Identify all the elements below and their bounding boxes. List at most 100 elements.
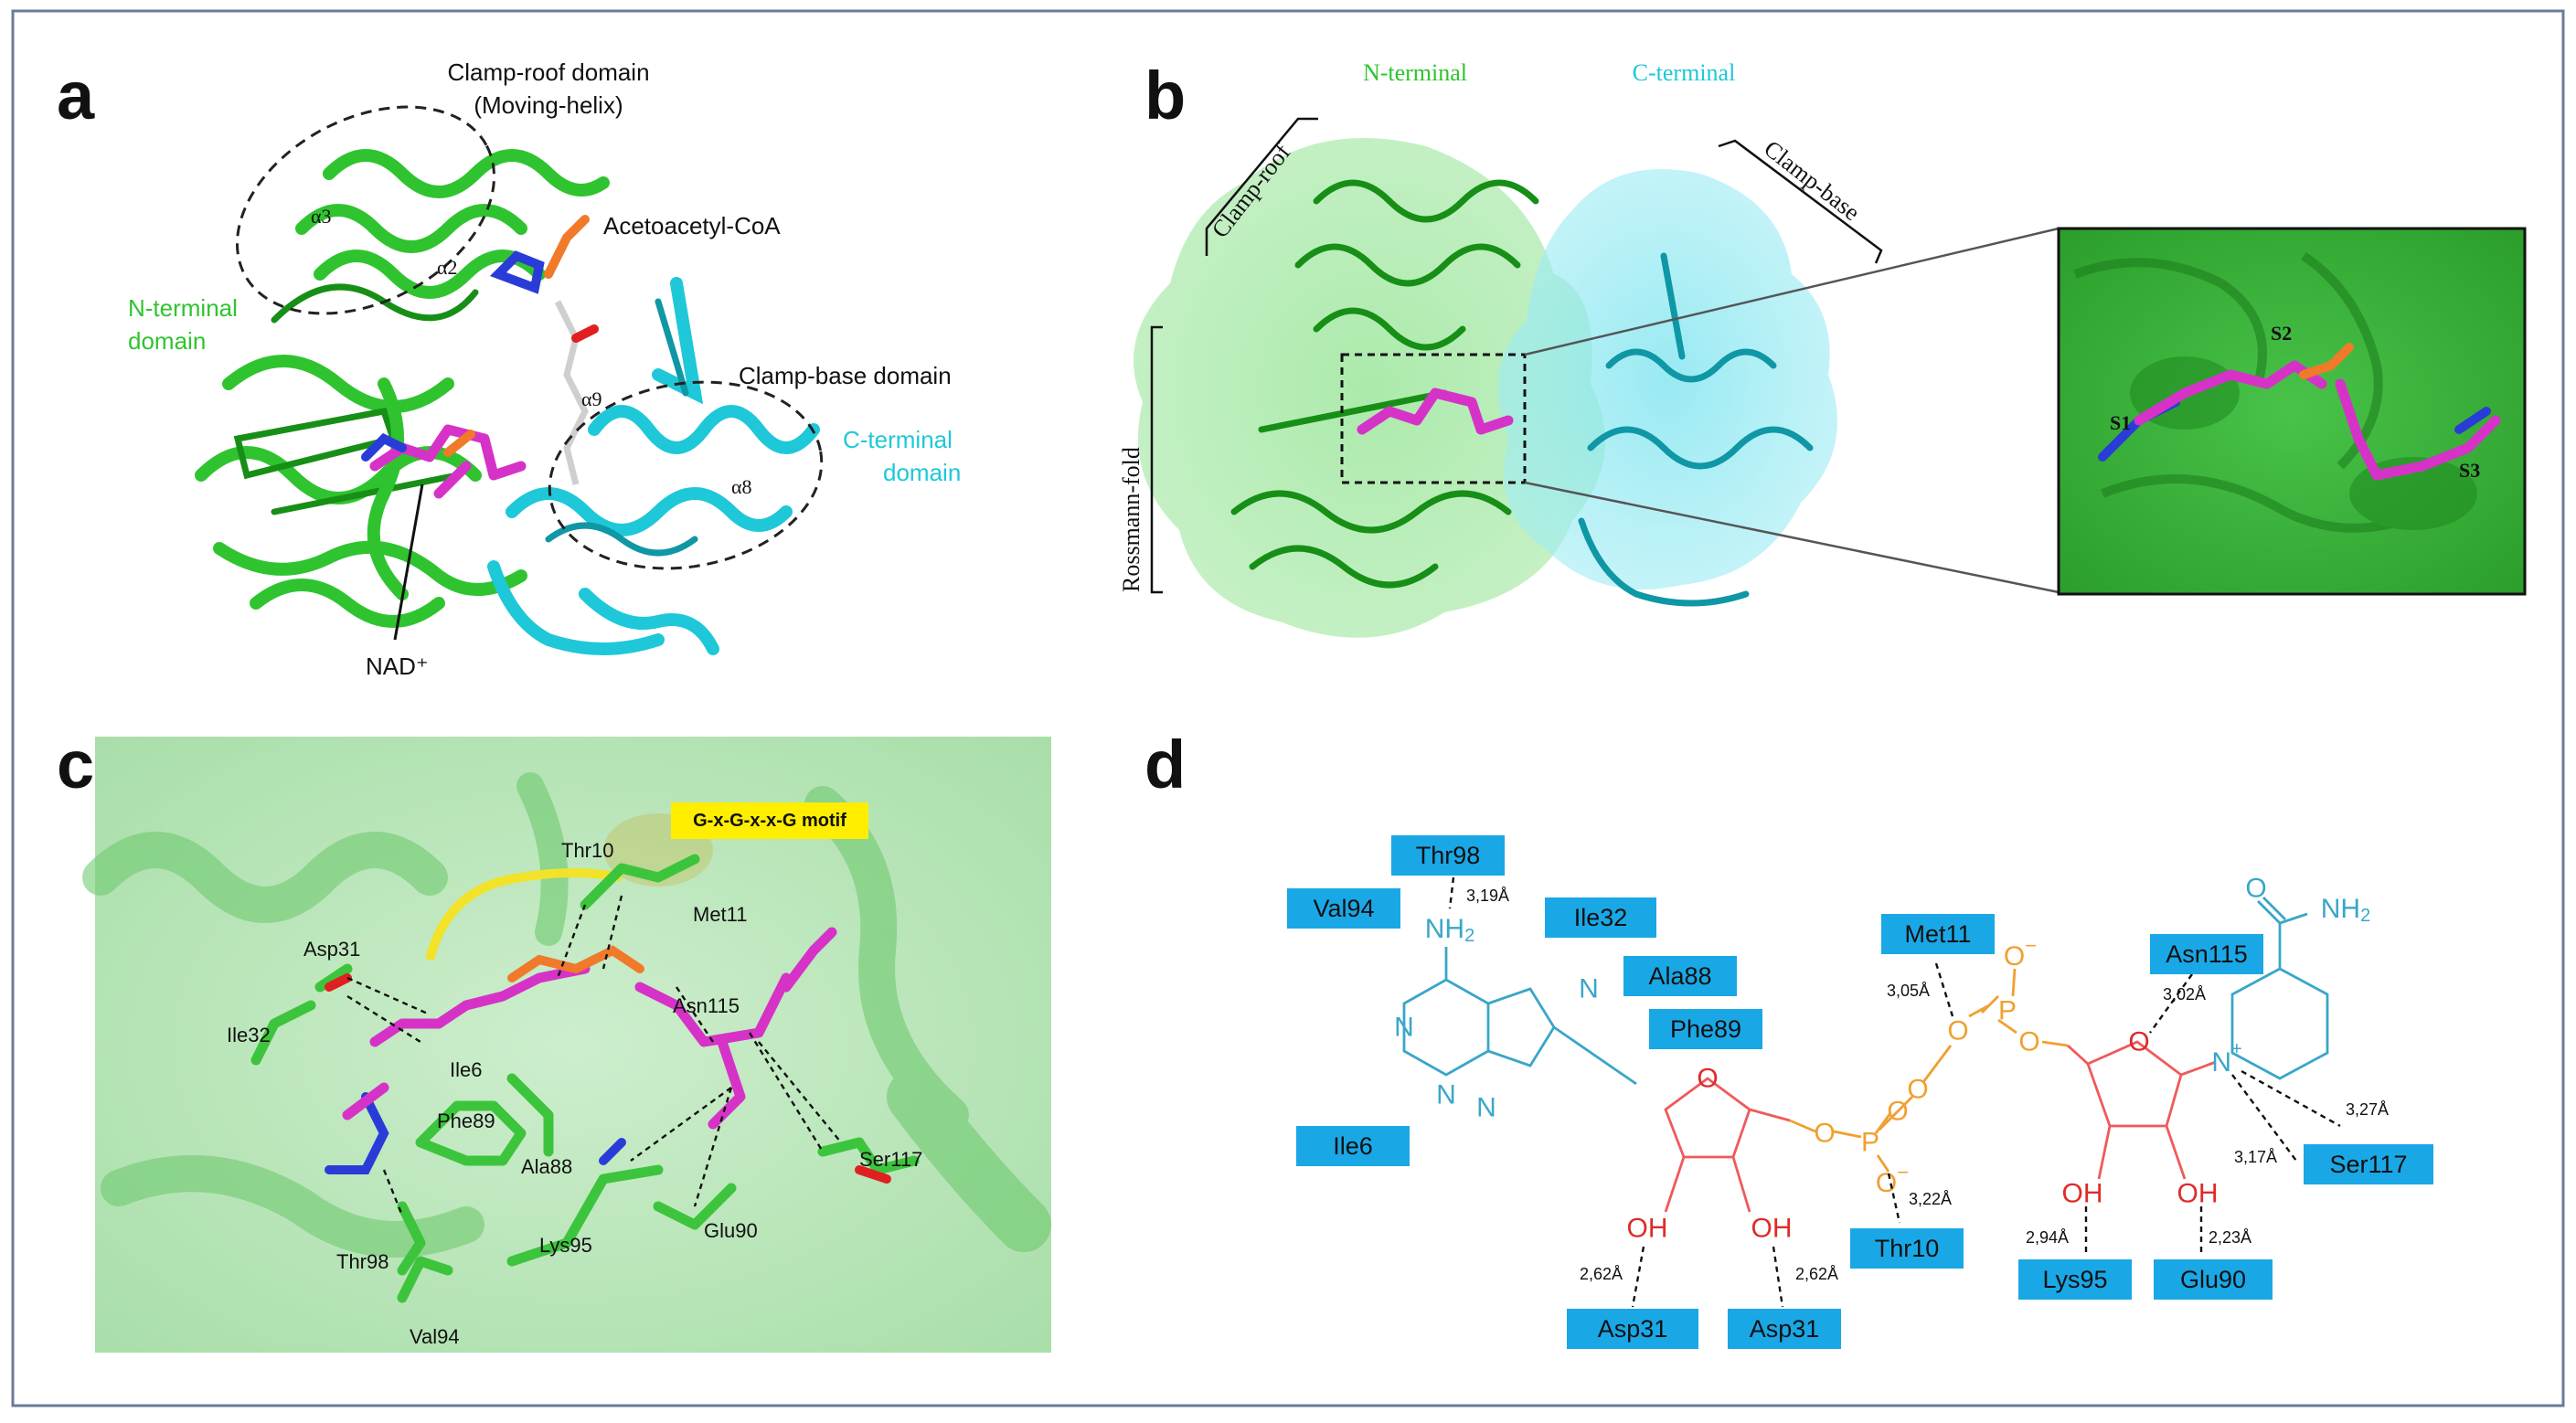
panel-c-ile6: Ile6 (450, 1058, 482, 1081)
panel-d-box-asn115 (2150, 934, 2263, 974)
panel-b-zoom-line-bottom (1524, 481, 2060, 594)
panel-a-letter: a (57, 58, 95, 133)
panel-d-box-ser117 (2304, 1144, 2433, 1184)
panel-d-box-lys95 (2018, 1259, 2132, 1300)
panel-a-clamp-roof-ellipse (235, 105, 496, 315)
panel-a-clamp-base-label: Clamp-base domain (739, 362, 952, 389)
panel-c-hbonds (346, 895, 842, 1216)
panel-a-n-terminal-ribbon (195, 149, 610, 628)
panel-c-thr10-met11-sticks (580, 854, 700, 910)
panel-d-letter: d (1144, 727, 1186, 802)
panel-c-letter: c (57, 727, 94, 802)
panel-d-nicotinamide (2230, 897, 2329, 1080)
panel-b-zoom-ligand (2098, 343, 2501, 481)
panel-c-met11: Met11 (693, 903, 748, 926)
panel-d-o-left-ring: O (1697, 1064, 1718, 1094)
panel-c-asp31: Asp31 (303, 938, 360, 961)
panel-d-p1: P (1861, 1128, 1879, 1158)
panel-d-box-ile6 (1296, 1126, 1410, 1166)
panel-d-label-asp31-b: Asp31 (1750, 1315, 1820, 1343)
panel-a-n-terminal-label-2: domain (128, 327, 206, 355)
panel-d-label-val94: Val94 (1313, 895, 1374, 922)
panel-c: c (57, 727, 1051, 1353)
panel-a-alpha9: α9 (581, 388, 602, 410)
panel-b-clamp-base-label: Clamp-base (1759, 135, 1865, 226)
panel-d-oh-left-1: OH (1627, 1214, 1668, 1244)
figure-frame (11, 9, 2565, 1407)
panel-d-ribose-left (1664, 1077, 1791, 1213)
panel-c-ala88: Ala88 (521, 1155, 572, 1178)
panel-a-c-terminal-ribbon (487, 277, 820, 655)
panel-d-box-glu90 (2154, 1259, 2273, 1300)
panel-a-clamp-roof-sub: (Moving-helix) (474, 91, 623, 119)
panel-d-hbonds (1448, 876, 2341, 1308)
panel-a-nad-pointer (393, 483, 424, 641)
panel-d-oh-right-2: OH (2177, 1179, 2219, 1209)
panel-d-box-thr98 (1391, 835, 1505, 876)
panel-c-ser117: Ser117 (859, 1148, 922, 1171)
panel-a-nad-label: NAD⁺ (366, 653, 429, 680)
panel-d-o-bridge: O (1907, 1075, 1928, 1105)
panel-d-label-thr98: Thr98 (1416, 842, 1481, 869)
panel-c-lys95: Lys95 (539, 1234, 592, 1257)
panel-d-label-glu90: Glu90 (2180, 1266, 2246, 1293)
panel-d-o-right-ring: O (2128, 1027, 2149, 1057)
panel-b-letter: b (1144, 58, 1186, 133)
panel-b-s1: S1 (2110, 411, 2131, 434)
panel-d-n-2: N (1436, 1080, 1456, 1110)
panel-c-motif-label: G-x-G-x-x-G motif (693, 811, 846, 831)
panel-a-c-terminal-label-1: C-terminal (843, 426, 953, 453)
panel-d-dist-asn115: 3,02Å (2163, 985, 2206, 1004)
panel-d-o-p1-a: O (1814, 1119, 1835, 1149)
panel-c-asn115: Asn115 (673, 994, 740, 1017)
panel-a-alpha3: α3 (311, 205, 332, 228)
panel-d-label-asp31-a: Asp31 (1598, 1315, 1668, 1343)
panel-a-acetoacetyl-coa (489, 215, 599, 485)
panel-b-n-terminal-surface (1134, 138, 1605, 638)
panel-b-c-terminal-surface (1497, 169, 1837, 589)
panel-d-label-asn115: Asn115 (2166, 940, 2248, 968)
panel-b-n-terminal-label: N-terminal (1363, 59, 1467, 86)
panel-a: a (57, 58, 961, 680)
panel-b-ligand (1357, 388, 1514, 435)
panel-d-label-phe89: Phe89 (1670, 1015, 1741, 1043)
panel-c-residue-sticks (250, 963, 920, 1303)
panel-d-pyrophosphate (1789, 968, 2069, 1173)
panel-d-dist-glu90: 2,23Å (2209, 1228, 2251, 1247)
panel-d-dist-thr98: 3,19Å (1466, 887, 1509, 905)
panel-d-box-phe89 (1649, 1009, 1762, 1049)
panel-d-o-p2-c: O (2018, 1027, 2039, 1057)
panel-b-selection-box (1340, 353, 1527, 484)
panel-d-nh2-left: NH2 (1425, 914, 1474, 947)
panel-a-alpha8: α8 (731, 475, 752, 498)
panel-d-oh-left-2: OH (1751, 1214, 1793, 1244)
panel-b-clamp-base-bracket (1718, 139, 1883, 264)
panel-c-val94: Val94 (410, 1325, 460, 1348)
panel-d-oh-right-1: OH (2062, 1179, 2103, 1209)
panel-b-rossmann-label: Rossmann-fold (1118, 447, 1144, 592)
panel-b-clamp-roof-bracket (1205, 117, 1318, 256)
panel-d-label-ala88: Ala88 (1648, 962, 1711, 990)
panel-d: d NH2 N N N N O OH OH (1144, 727, 2433, 1349)
panel-d-box-asp31-a (1567, 1309, 1698, 1349)
panel-d-n-1: N (1394, 1013, 1414, 1043)
panel-d-nh2-right: NH2 (2321, 894, 2370, 927)
panel-d-dist-lys95: 2,94Å (2026, 1228, 2069, 1247)
panel-d-box-ile32 (1545, 897, 1656, 938)
panel-d-o-p1-c: O− (1876, 1161, 1909, 1198)
panel-c-motif-box (671, 802, 868, 839)
panel-c-glu90: Glu90 (704, 1219, 758, 1242)
panel-b-n-terminal-ribbon (1230, 179, 1539, 589)
panel-a-n-terminal-label-1: N-terminal (128, 294, 238, 322)
panel-d-label-ile6: Ile6 (1333, 1132, 1373, 1160)
panel-d-dist-asp31-b: 2,62Å (1795, 1265, 1838, 1283)
panel-c-thr98: Thr98 (336, 1250, 389, 1273)
panel-b: b N-terminal C-terminal (1118, 58, 2527, 638)
panel-d-label-lys95: Lys95 (2042, 1266, 2107, 1293)
panel-d-dist-ser117-b: 3,17Å (2234, 1148, 2277, 1166)
panel-d-adenine (1402, 947, 1637, 1086)
panel-d-box-val94 (1287, 888, 1400, 929)
panel-c-ile32: Ile32 (227, 1024, 271, 1046)
panel-d-dist-thr10: 3,22Å (1909, 1190, 1952, 1208)
